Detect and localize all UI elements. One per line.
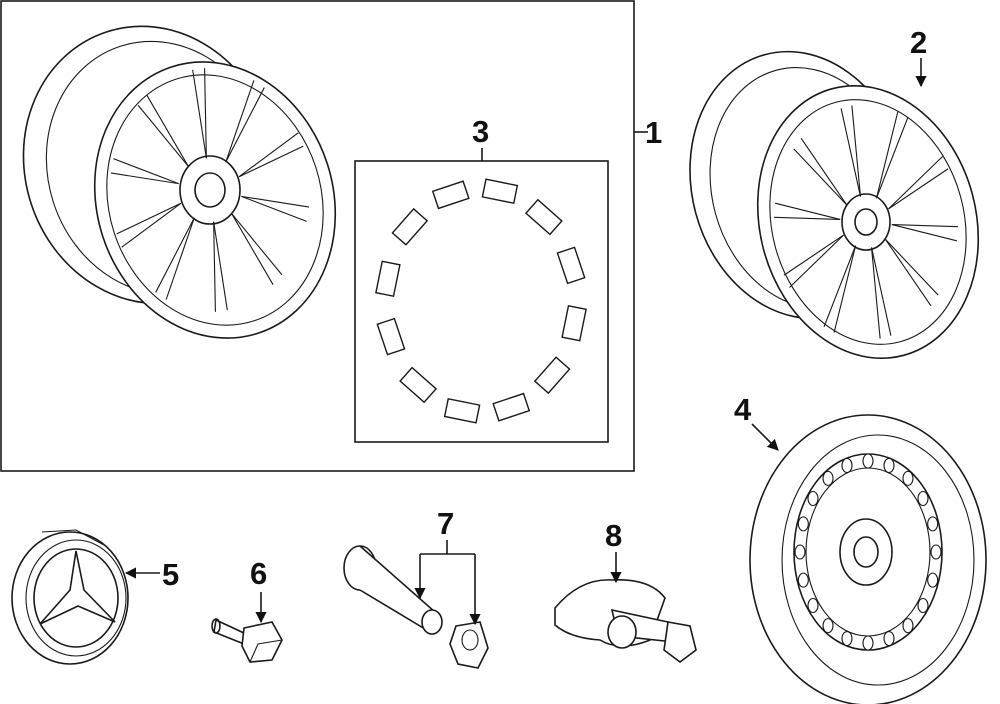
callout-4: 4 — [734, 392, 752, 427]
wheel-1-illustration — [22, 25, 337, 339]
assembly-box — [0, 0, 635, 472]
center-cap-illustration — [11, 529, 129, 665]
valve-stem-illustration — [343, 545, 489, 669]
callout-3: 3 — [472, 114, 489, 149]
callout-7: 7 — [437, 506, 454, 541]
lug-bolt-illustration — [211, 618, 283, 663]
balance-weights-box — [354, 160, 609, 443]
tpms-sensor-illustration — [554, 579, 697, 663]
spare-wheel-illustration — [749, 414, 987, 704]
callout-5: 5 — [162, 557, 179, 592]
leader-4 — [751, 423, 779, 451]
callout-1: 1 — [645, 115, 662, 150]
balance-weights-illustration — [375, 178, 587, 424]
wheel-2-illustration — [689, 50, 980, 359]
callout-6: 6 — [250, 556, 267, 591]
callout-8: 8 — [605, 518, 622, 553]
callout-2: 2 — [910, 25, 927, 60]
